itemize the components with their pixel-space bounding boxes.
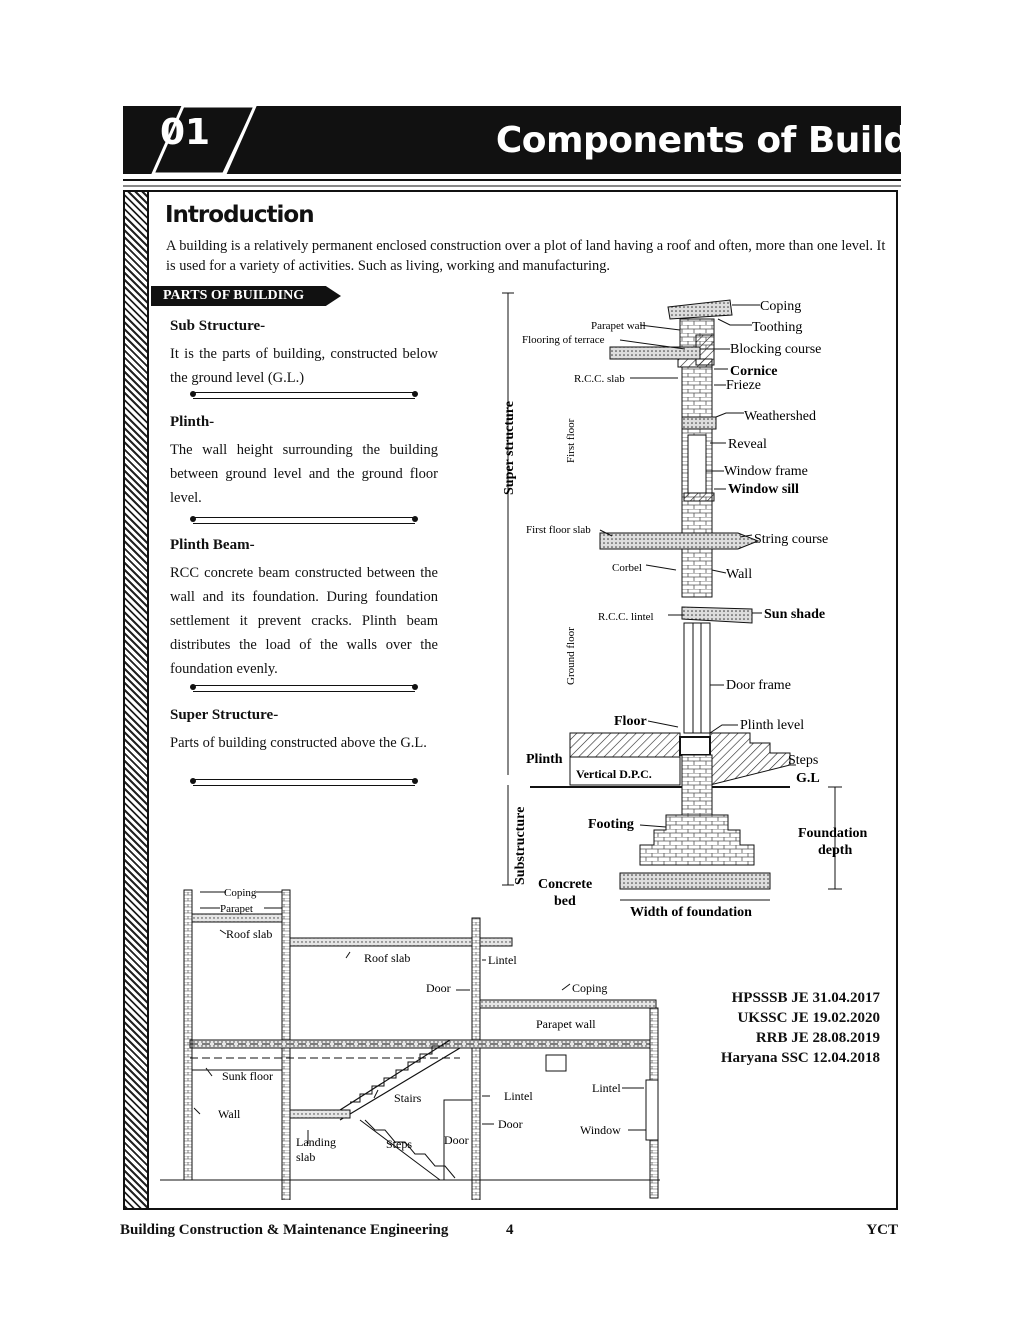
- elev-label-door-1: Door: [426, 981, 451, 995]
- exam-ref: Haryana SSC 12.04.2018: [720, 1050, 880, 1066]
- elev-label-parapet: Parapet: [220, 903, 253, 915]
- label-door-frame: Door frame: [726, 678, 791, 693]
- label-floor: Floor: [614, 714, 647, 729]
- label-wall: Wall: [726, 567, 752, 582]
- exam-references: HPSSSB JE 31.04.2017 UKSSC JE 19.02.2020…: [690, 988, 880, 1068]
- label-foundation-2: depth: [818, 843, 852, 858]
- parts-tag: PARTS OF BUILDING: [151, 286, 341, 306]
- label-toothing: Toothing: [752, 320, 802, 335]
- label-concrete-1: Concrete: [538, 877, 592, 892]
- intro-text: A building is a relatively permanent enc…: [166, 238, 886, 274]
- section-plinth-beam: Plinth Beam- RCC concrete beam construct…: [170, 533, 438, 681]
- label-corbel: Corbel: [612, 562, 642, 574]
- chapter-title: Components of Buildings: [495, 120, 993, 161]
- label-ground-floor: Ground floor: [565, 627, 577, 685]
- section-text: RCC concrete beam constructed between th…: [170, 565, 438, 677]
- label-footing: Footing: [588, 817, 634, 832]
- elev-label-coping-2: Coping: [572, 981, 607, 995]
- label-weathershed: Weathershed: [744, 409, 816, 424]
- elev-label-door-3: Door: [444, 1133, 469, 1147]
- elev-label-lintel-2: Lintel: [504, 1089, 533, 1103]
- elev-label-sunk-floor: Sunk floor: [222, 1069, 273, 1083]
- elev-label-coping: Coping: [224, 887, 257, 899]
- exam-ref: HPSSSB JE 31.04.2017: [731, 990, 880, 1006]
- section-heading: Plinth-: [170, 414, 215, 430]
- label-window-sill: Window sill: [728, 482, 799, 497]
- section-text: Parts of building constructed above the …: [170, 735, 427, 751]
- label-frieze: Frieze: [726, 378, 761, 393]
- wall-section-diagram: Coping Parapet wall Toothing Flooring of…: [502, 292, 867, 920]
- elev-label-door-2: Door: [498, 1117, 523, 1131]
- elev-label-roof-slab-1: Roof slab: [226, 927, 272, 941]
- content-frame: [123, 190, 898, 1210]
- separator: [190, 778, 418, 786]
- elev-label-lintel-1: Lintel: [488, 953, 517, 967]
- label-rcc-lintel: R.C.C. lintel: [598, 611, 654, 623]
- exam-ref: RRB JE 28.08.2019: [755, 1030, 880, 1046]
- elev-label-landing-1: Landing: [296, 1135, 336, 1149]
- elev-label-roof-slab-2: Roof slab: [364, 951, 410, 965]
- building-elevation-diagram: Coping Parapet Roof slab Roof slab Linte…: [160, 887, 660, 1200]
- label-rcc-slab: R.C.C. slab: [574, 373, 625, 385]
- label-concrete-2: bed: [554, 894, 576, 909]
- chapter-number: 01: [160, 112, 211, 153]
- section-heading: Sub Structure-: [170, 318, 266, 334]
- exam-ref: UKSSC JE 19.02.2020: [737, 1010, 880, 1026]
- footer-book-title: Building Construction & Maintenance Engi…: [120, 1222, 449, 1238]
- label-first-floor: First floor: [565, 418, 577, 463]
- chapter-banner: [123, 106, 901, 174]
- label-gl: G.L: [796, 771, 820, 786]
- elev-label-landing-2: slab: [296, 1150, 315, 1164]
- elev-label-window: Window: [580, 1123, 621, 1137]
- elev-label-steps: Steps: [386, 1137, 412, 1151]
- separator: [190, 391, 418, 399]
- footer-publisher: YCT: [866, 1222, 898, 1238]
- section-super-structure: Super Structure- Parts of building const…: [170, 703, 438, 755]
- label-sun-shade: Sun shade: [764, 607, 825, 622]
- label-cornice: Cornice: [730, 364, 777, 379]
- elev-label-wall: Wall: [218, 1107, 241, 1121]
- elev-label-stairs: Stairs: [394, 1091, 422, 1105]
- label-plinth-level: Plinth level: [740, 718, 804, 733]
- section-sub-structure: Sub Structure- It is the parts of buildi…: [170, 314, 438, 390]
- label-string-course: String course: [754, 532, 828, 547]
- label-coping: Coping: [760, 299, 801, 314]
- section-plinth: Plinth- The wall height surrounding the …: [170, 410, 438, 510]
- intro-heading: Introduction: [165, 202, 315, 228]
- label-reveal: Reveal: [728, 437, 767, 452]
- elev-label-parapet-wall: Parapet wall: [536, 1017, 596, 1031]
- label-first-floor-slab: First floor slab: [526, 524, 591, 536]
- label-foundation-1: Foundation: [798, 826, 867, 841]
- label-plinth: Plinth: [526, 752, 563, 767]
- label-width-foundation: Width of foundation: [630, 905, 752, 920]
- label-flooring-terrace: Flooring of terrace: [522, 334, 605, 346]
- separator: [190, 684, 418, 692]
- label-substructure: Substructure: [513, 807, 528, 885]
- section-text: It is the parts of building, constructed…: [170, 346, 438, 386]
- label-parapet-wall: Parapet wall: [591, 320, 646, 332]
- banner-decoration: [123, 106, 901, 187]
- label-steps: Steps: [788, 753, 818, 768]
- label-vertical-dpc: Vertical D.P.C.: [576, 767, 652, 781]
- section-heading: Plinth Beam-: [170, 537, 255, 553]
- elev-label-lintel-3: Lintel: [592, 1081, 621, 1095]
- section-heading: Super Structure-: [170, 707, 279, 723]
- decorative-border: [125, 192, 149, 1208]
- label-blocking-course: Blocking course: [730, 342, 821, 357]
- label-window-frame: Window frame: [724, 464, 808, 479]
- section-text: The wall height surrounding the building…: [170, 442, 438, 506]
- footer-page-number: 4: [506, 1222, 514, 1238]
- separator: [190, 516, 418, 524]
- label-super-structure: Super structure: [502, 401, 517, 495]
